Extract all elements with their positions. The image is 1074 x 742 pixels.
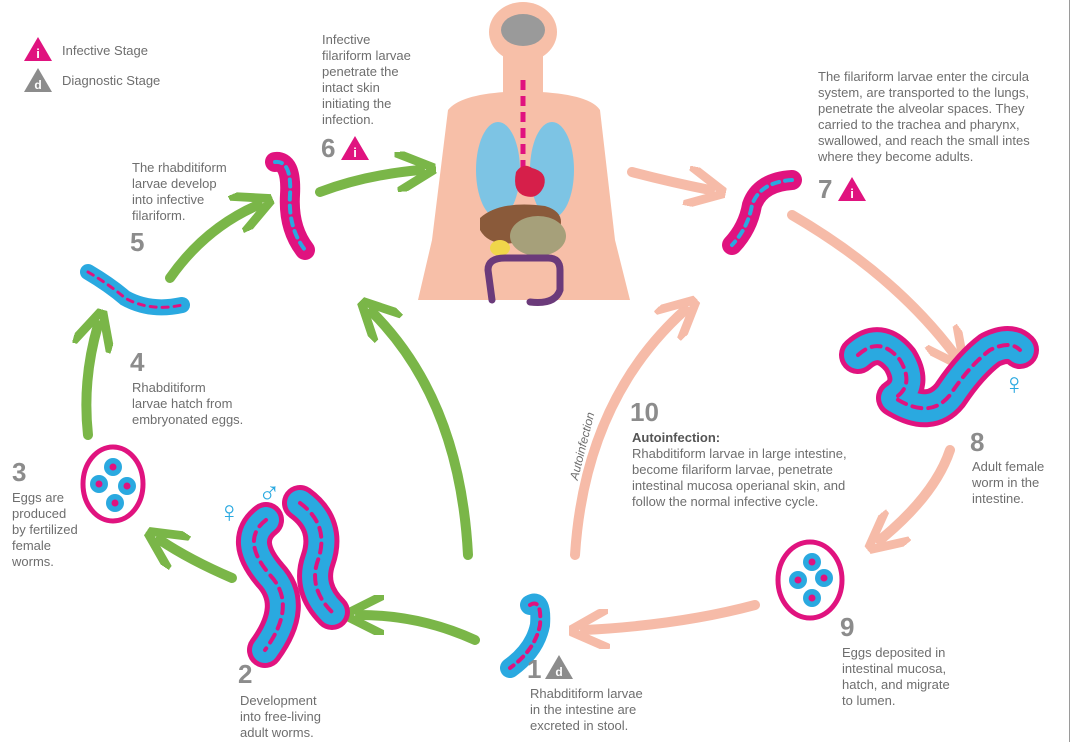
diagnostic-badge-stage1-icon: d	[545, 655, 573, 679]
svg-text:d: d	[555, 665, 562, 679]
legend-diagnostic-label: Diagnostic Stage	[62, 73, 160, 88]
gallbladder-icon	[490, 240, 510, 256]
female-symbol-stage2: ♀	[218, 498, 241, 528]
stage1-number: 1	[527, 655, 541, 683]
stage2-description: Development into free-living adult worms…	[240, 693, 321, 741]
left-lung-icon	[476, 122, 520, 218]
egg-stage9-icon	[778, 542, 842, 618]
infective-badge-stage7-icon: i	[838, 177, 866, 201]
stage10-heading: Autoinfection:	[632, 430, 847, 446]
svg-text:i: i	[850, 186, 854, 201]
stage8-number: 8	[970, 428, 984, 456]
legend-infective-label: Infective Stage	[62, 43, 148, 58]
right-border	[1069, 0, 1070, 742]
stage10-number: 10	[630, 398, 659, 426]
brain-icon	[501, 14, 545, 46]
infective-stage-icon: i	[24, 37, 52, 61]
legend-diagnostic: Diagnostic Stage	[62, 73, 160, 88]
stage8-description: Adult female worm in the intestine.	[972, 459, 1044, 507]
stage2-number: 2	[238, 660, 252, 688]
stage7-number: 7	[818, 175, 832, 203]
stage5-description: The rhabditiform larvae develop into inf…	[132, 160, 227, 224]
stage5-number: 5	[130, 228, 144, 256]
free-living-adult-worms-stage2-icon	[254, 503, 332, 650]
stage10-description: Autoinfection: Rhabditiform larvae in la…	[632, 430, 847, 510]
adult-female-worm-stage8-icon	[858, 345, 1020, 408]
stage6-description: Infective filariform larvae penetrate th…	[322, 32, 411, 128]
male-symbol-stage2: ♂	[258, 478, 281, 508]
stage4-description: Rhabditiform larvae hatch from embryonat…	[132, 380, 243, 428]
stage1-description: Rhabditiform larvae in the intestine are…	[530, 686, 643, 734]
diagnostic-stage-icon: d	[24, 68, 52, 92]
svg-text:d: d	[34, 78, 41, 92]
female-symbol-stage8: ♀	[1003, 370, 1026, 400]
torso	[418, 92, 630, 300]
stage7-description: The filariform larvae enter the circula …	[818, 69, 1069, 165]
svg-text:i: i	[353, 145, 357, 160]
stage9-number: 9	[840, 613, 854, 641]
stage4-number: 4	[130, 348, 144, 376]
filariform-larva-stage7-icon	[732, 180, 792, 245]
human-body-figure	[418, 2, 630, 303]
filariform-larva-stage6-icon	[275, 162, 305, 250]
infective-badge-stage6-icon: i	[341, 136, 369, 160]
stage6-number: 6	[321, 134, 335, 162]
svg-text:i: i	[36, 46, 40, 61]
stomach-icon	[510, 216, 566, 256]
stage3-number: 3	[12, 458, 26, 486]
egg-stage3-icon	[83, 447, 143, 521]
stage9-description: Eggs deposited in intestinal mucosa, hat…	[842, 645, 950, 709]
stage3-description: Eggs are produced by fertilized female w…	[12, 490, 78, 570]
legend-infective: Infective Stage	[62, 43, 148, 58]
